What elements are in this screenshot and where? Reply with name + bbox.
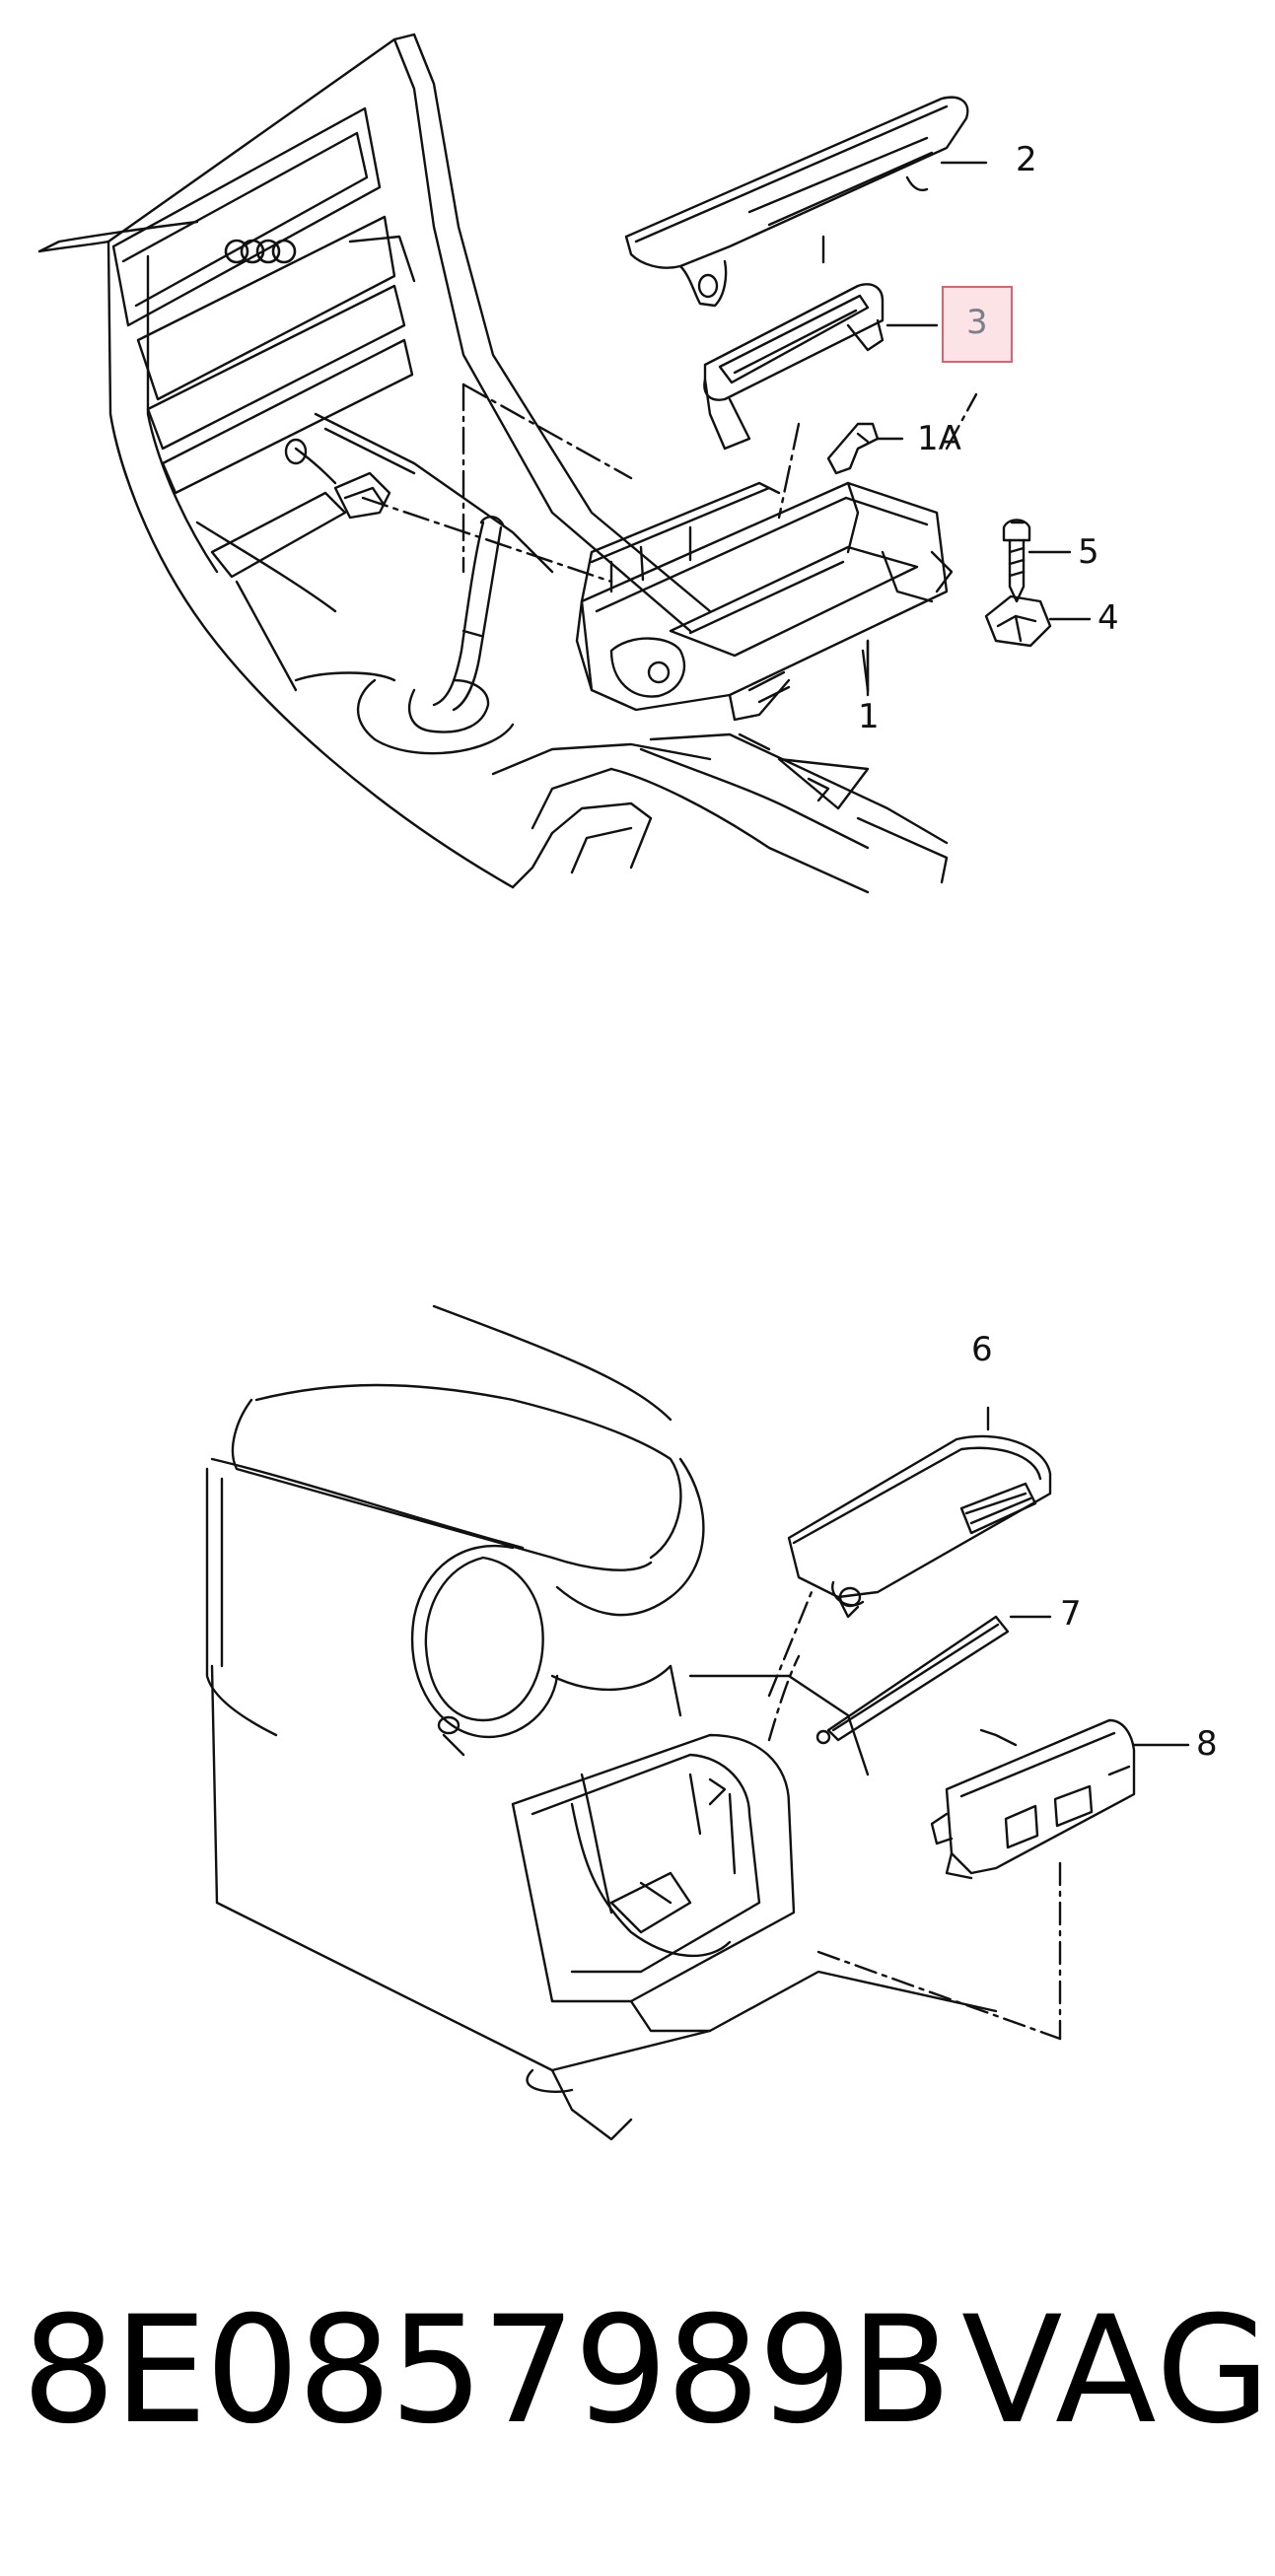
- top-illustration-center-console: [37, 33, 978, 894]
- callout-3-highlight[interactable]: [942, 286, 1013, 363]
- callout-1[interactable]: 1: [858, 697, 880, 736]
- callout-2[interactable]: 2: [1016, 140, 1037, 179]
- audi-rings-logo: [224, 239, 297, 264]
- callout-3[interactable]: 3: [966, 303, 988, 342]
- part-1a-clip: [826, 422, 904, 475]
- brand-label: VAG: [961, 2285, 1273, 2457]
- part-8-switch-panel: [930, 1718, 1190, 1880]
- callout-1a[interactable]: 1A: [917, 419, 961, 458]
- part-number-label: 8E0857989B: [22, 2285, 952, 2457]
- part-3-insert-tray: [703, 283, 939, 451]
- part-2-lid: [624, 96, 988, 308]
- part-7-trim-strip: [815, 1615, 1052, 1745]
- callout-7[interactable]: 7: [1060, 1594, 1082, 1634]
- part-5-screw: [1002, 519, 1072, 603]
- callout-5[interactable]: 5: [1078, 532, 1099, 572]
- bottom-illustration-armrest: [205, 1304, 1062, 2141]
- part-4-bracket: [984, 594, 1092, 648]
- gear-lever: [356, 516, 515, 755]
- callout-4[interactable]: 4: [1098, 598, 1119, 638]
- callout-8[interactable]: 8: [1196, 1724, 1218, 1764]
- part-1-console-housing: [575, 481, 954, 722]
- callout-6[interactable]: 6: [971, 1330, 993, 1369]
- part-6-lid-cover: [787, 1406, 1052, 1619]
